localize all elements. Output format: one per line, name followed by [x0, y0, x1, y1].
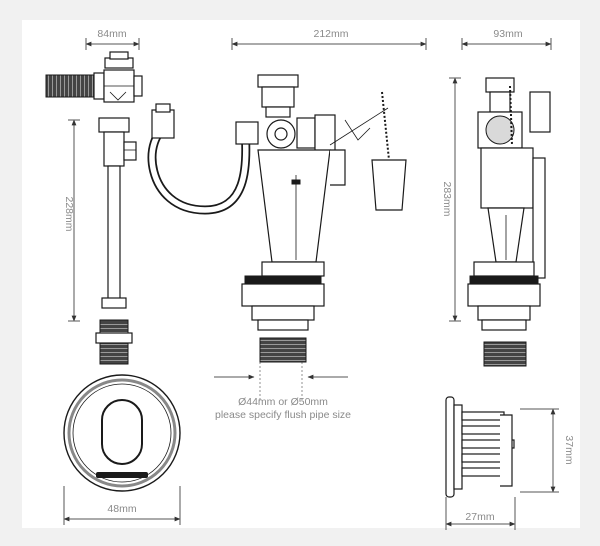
inlet-valve-horizontal	[45, 51, 143, 103]
dimension-label-212mm: 212mm	[313, 28, 348, 40]
fill-valve-side	[467, 77, 551, 367]
flush-button-side	[445, 396, 515, 498]
flush-pipe-instruction: please specify flush pipe size	[215, 409, 351, 421]
dimension-283mm: 283mm	[441, 77, 461, 322]
dimension-label-27mm: 27mm	[465, 511, 494, 523]
dimension-48mm: 48mm	[63, 486, 181, 525]
flush-pipe-size-label: Ø44mm or Ø50mm	[238, 396, 328, 408]
dimension-label-48mm: 48mm	[107, 503, 136, 515]
dimension-27mm: 27mm	[445, 497, 516, 530]
dimension-label-283mm: 283mm	[441, 181, 453, 216]
dimension-93mm: 93mm	[461, 28, 552, 50]
dimension-label-84mm: 84mm	[97, 28, 126, 40]
dimension-label-37mm: 37mm	[563, 435, 575, 464]
inlet-pipe-vertical	[95, 117, 137, 365]
dimension-label-93mm: 93mm	[493, 28, 522, 40]
fill-valve-front	[147, 74, 407, 363]
dimension-label-228mm: 228mm	[63, 196, 75, 231]
dimension-37mm: 37mm	[520, 408, 575, 493]
flush-pipe-note: Ø44mm or Ø50mm please specify flush pipe…	[214, 362, 351, 421]
dimension-228mm: 228mm	[63, 119, 80, 322]
brand-logo	[96, 472, 148, 478]
dimension-84mm: 84mm	[85, 28, 140, 50]
dimension-212mm: 212mm	[231, 28, 427, 50]
flush-button-front	[63, 374, 181, 492]
